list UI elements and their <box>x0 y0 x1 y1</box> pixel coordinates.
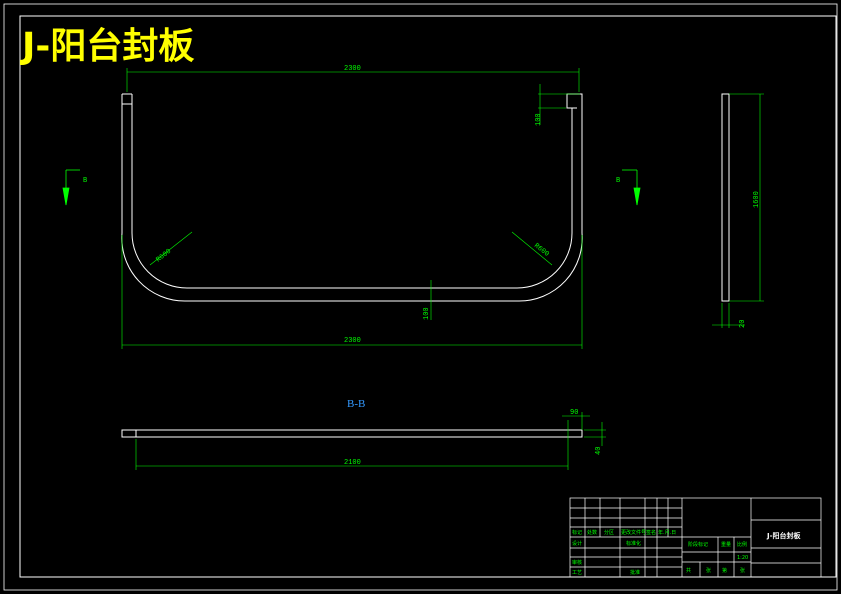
inner-frame <box>19 15 837 578</box>
view-marker-right <box>622 169 641 206</box>
section-dimensions <box>135 412 606 470</box>
tb-scale-value: 1:20 <box>737 555 748 561</box>
title-block <box>569 497 822 578</box>
dim-top-width: 2300 <box>344 65 361 73</box>
tb-design: 设计 <box>572 540 582 547</box>
title-block-drawing-name: J-阳台封板 <box>766 531 802 540</box>
plan-view <box>121 93 583 302</box>
view-marker-right-label: B <box>616 177 620 185</box>
tb-stage: 阶段标记 <box>688 541 708 548</box>
side-dimensions <box>712 93 764 328</box>
dim-side-thickness: 20 <box>739 320 747 328</box>
outer-frame <box>3 3 838 591</box>
tb-scale-label: 比例 <box>737 541 747 548</box>
tb-row1-mark: 标记 <box>572 529 582 536</box>
tb-row1-count: 处数 <box>587 529 597 536</box>
dim-strip-thickness: 40 <box>595 447 603 455</box>
dim-strip-end-width: 90 <box>570 409 578 417</box>
view-marker-left <box>62 169 80 206</box>
tb-review: 审核 <box>572 559 582 566</box>
section-label: B-B <box>347 398 365 410</box>
tb-weight: 重量 <box>721 541 731 548</box>
dim-bottom-width: 2300 <box>344 337 361 345</box>
tb-row1-date: 年.月.日 <box>658 529 676 536</box>
plan-dimensions <box>121 68 583 349</box>
dim-right-depth: 100 <box>535 113 543 126</box>
tb-footer-sheet2: 张 <box>740 567 745 574</box>
dim-bottom-thickness: 100 <box>423 307 431 320</box>
side-view <box>721 93 730 302</box>
section-view <box>121 429 583 438</box>
tb-row1-zone: 分区 <box>604 529 614 536</box>
tb-footer-no: 第 <box>722 567 727 574</box>
dim-radius-left: R600 <box>155 248 173 265</box>
drawing-title: J-阳台封板 <box>19 26 194 67</box>
dim-strip-length: 2100 <box>344 459 361 467</box>
tb-footer-sheet: 张 <box>706 567 711 574</box>
tb-footer-total: 共 <box>686 567 691 574</box>
tb-row1-change: 更改文件号 <box>621 529 646 536</box>
tb-approve: 批准 <box>630 569 640 576</box>
view-marker-left-label: B <box>83 177 87 185</box>
dim-side-height: 1600 <box>753 191 761 208</box>
tb-row1-sign: 签名 <box>646 529 656 536</box>
tb-process: 工艺 <box>572 570 582 576</box>
tb-standard: 标准化 <box>626 540 641 547</box>
